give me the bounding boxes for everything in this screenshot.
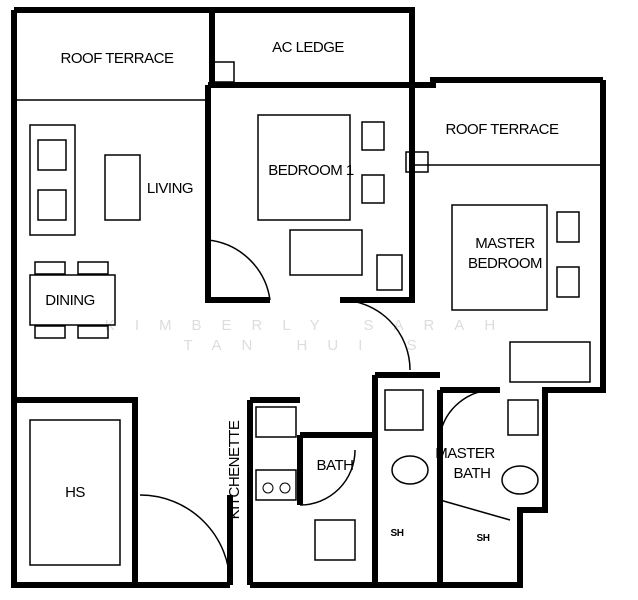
label-bedroom-1: BEDROOM 1: [268, 162, 354, 179]
watermark-line1: KIMBERLY SARAH: [105, 317, 515, 334]
label-hs: HS: [65, 484, 85, 501]
label-sh-master-bath: SH: [477, 533, 490, 544]
watermark-line2: TAN HUI S: [183, 337, 436, 354]
furniture: [29, 61, 591, 566]
label-roof-terrace-right: ROOF TERRACE: [446, 121, 559, 138]
label-living: LIVING: [147, 180, 193, 197]
label-sh-bath: SH: [391, 528, 404, 539]
walls: [11, 7, 606, 588]
label-dining: DINING: [45, 292, 95, 309]
label-kitchenette: KITCHENETTE: [226, 420, 243, 519]
label-roof-terrace-left: ROOF TERRACE: [61, 50, 174, 67]
doors: [139, 239, 511, 586]
label-master-bath-2: BATH: [454, 465, 491, 482]
label-ac-ledge: AC LEDGE: [272, 39, 344, 56]
label-master-bedroom-1: MASTER: [475, 235, 535, 252]
room-labels: ROOF TERRACE AC LEDGE ROOF TERRACE BEDRO…: [45, 39, 559, 544]
label-master-bedroom-2: BEDROOM: [468, 255, 542, 272]
label-master-bath-1: MASTER: [435, 445, 495, 462]
label-bath: BATH: [317, 457, 354, 474]
